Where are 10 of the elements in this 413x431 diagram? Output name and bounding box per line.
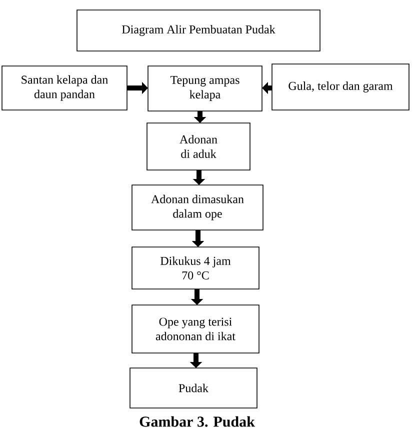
process-box: Gula, telor dan garam [272,64,410,110]
process-box: Tepung ampas kelapa [148,66,262,112]
process-box: Dikukus 4 jam 70 °C [132,246,260,290]
title-box: Diagram Alir Pembuatan Pudak [76,10,320,52]
process-box: Ope yang terisi adononan di ikat [132,304,260,354]
process-box: Adonan di aduk [146,122,250,170]
process-box: Santan kelapa dan daun pandan [2,66,128,110]
caption: Gambar 3. Pudak [140,416,255,427]
process-box: Adonan dimasukan dalam ope [132,184,264,230]
process-box: Pudak [130,368,258,408]
